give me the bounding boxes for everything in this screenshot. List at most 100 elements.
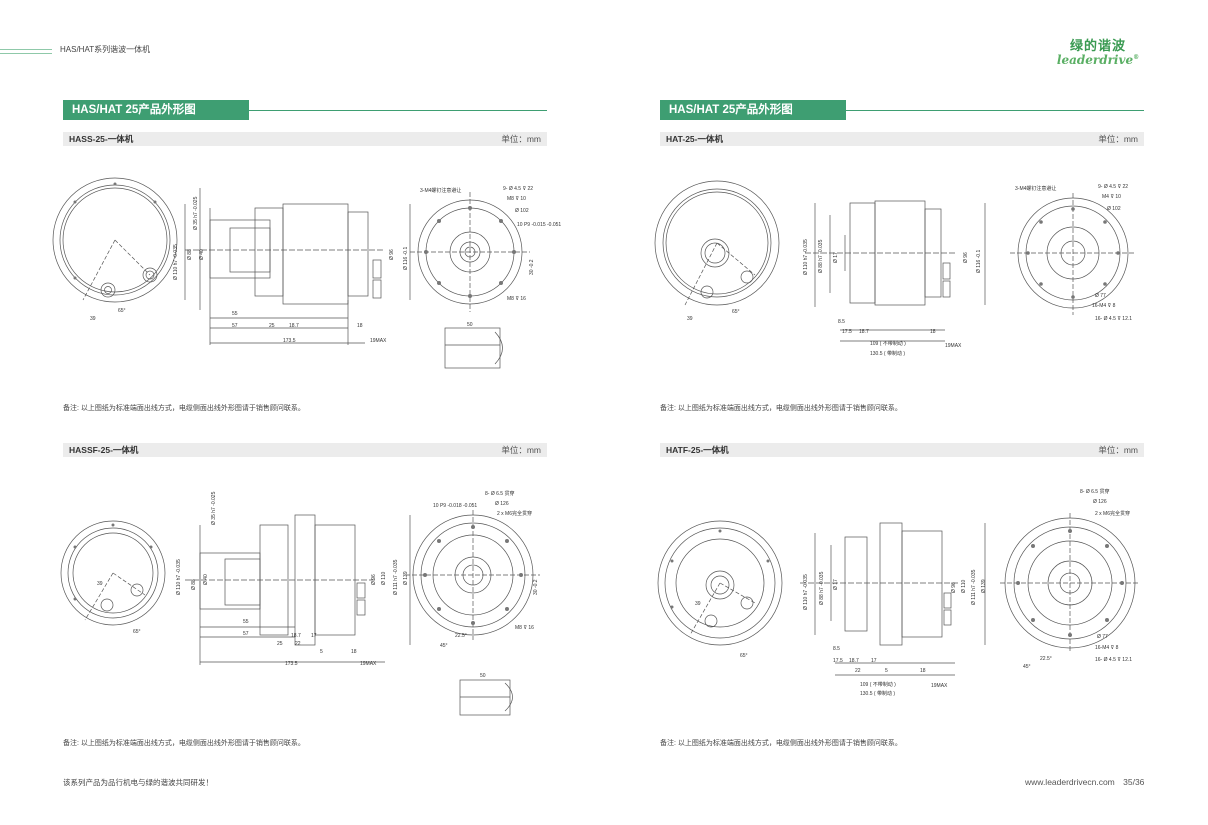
dim-label: Ø 88 — [187, 249, 193, 260]
drawing-header: HAT-25-一体机 单位：mm — [660, 132, 1144, 146]
dim-label: Ø 88 h7 -0.035 — [818, 239, 824, 273]
dim-label: 57 — [232, 323, 238, 329]
dim-label: 18.7 — [289, 323, 299, 329]
dim-label: 39 — [687, 316, 693, 322]
dim-label: Ø 126 — [1093, 499, 1107, 505]
dim-label: Ø 96 — [963, 252, 969, 263]
dim-label: Ø 96 — [389, 249, 395, 260]
dim-label: 8.5 — [838, 319, 845, 325]
dim-label: 65° — [732, 309, 740, 315]
dim-label: 16- Ø 4.5 ⊽ 12.1 — [1095, 316, 1132, 322]
dim-label: Ø 116 -0.1 — [976, 250, 982, 273]
dim-label: 3-M4螺钉注意避让 — [1015, 185, 1056, 192]
unit-label: 单位：mm — [501, 445, 541, 455]
dim-label: M8 ⊽ 10 — [507, 196, 526, 202]
header-rule — [0, 53, 52, 54]
dim-label: 16-M4 ⊽ 8 — [1092, 303, 1116, 309]
dim-label: 8.5 — [833, 646, 840, 652]
dim-label: Ø 111 h7 -0.035 — [393, 559, 399, 595]
brand-logo: 绿的谐波 leaderdrive® — [1048, 35, 1148, 67]
dim-label: 2 x M6完全贯穿 — [497, 510, 532, 517]
dim-label: Ø 110 — [381, 572, 387, 585]
dim-label: 39 — [90, 316, 96, 322]
section-rule — [846, 110, 1144, 111]
dim-label: Ø 88 — [191, 579, 197, 590]
dim-label: Ø 116 -0.1 — [403, 247, 409, 270]
model-name: HAT-25-一体机 — [666, 134, 723, 144]
dim-label: 18 — [920, 668, 926, 674]
unit-label: 单位：mm — [501, 134, 541, 144]
dim-label: 30 -0.2 — [529, 259, 535, 275]
dim-label: 9- Ø 4.5 ⊽ 22 — [1098, 184, 1128, 190]
dim-label: Ø 96 — [371, 574, 377, 585]
footer-url: www.leaderdrivecn.com — [1025, 777, 1115, 787]
dim-label: 55 — [243, 619, 249, 625]
drawing-note: 备注: 以上图纸为标准端面出线方式，电缆侧面出线外形图请于销售顾问联系。 — [63, 405, 305, 412]
dim-label: Ø 96 — [951, 582, 957, 593]
model-name: HASSF-25-一体机 — [69, 445, 139, 455]
technical-drawing-hat25: 65° 39 8.5 17.5 18.7 18 109 ( 不带制动 ) 130… — [654, 180, 1135, 357]
model-name: HATF-25-一体机 — [666, 445, 729, 455]
dim-label: 19MAX — [370, 338, 387, 344]
dim-label: 173.5 — [283, 338, 296, 344]
dim-label: 18.7 — [859, 329, 869, 335]
dim-label: 2 x M6完全贯穿 — [1095, 510, 1130, 517]
dim-label: Ø 110 h7 -0.035 — [803, 239, 809, 275]
header-rule — [0, 49, 52, 50]
dim-label: Ø 102 — [515, 208, 529, 214]
dim-label: 18 — [357, 323, 363, 329]
dim-label: Ø 110 h7 -0.035 — [173, 244, 179, 280]
dim-label: 25 — [277, 641, 283, 647]
footer-url-page: www.leaderdrivecn.com 35/36 — [1025, 777, 1144, 787]
dim-label: 19MAX — [931, 683, 948, 689]
dim-label: Ø 88 h7 -0.035 — [819, 571, 825, 605]
dim-label: 17.5 — [833, 658, 843, 664]
dim-label: 45° — [440, 643, 448, 649]
drawing-note: 备注: 以上图纸为标准端面出线方式，电缆侧面出线外形图请于销售顾问联系。 — [660, 740, 902, 747]
dim-label: 50 — [467, 322, 473, 328]
section-title-right: HAS/HAT 25产品外形图 — [660, 100, 846, 120]
model-name: HASS-25-一体机 — [69, 134, 134, 144]
drawing-header: HATF-25-一体机 单位：mm — [660, 443, 1144, 457]
drawing-note: 备注: 以上图纸为标准端面出线方式，电缆侧面出线外形图请于销售顾问联系。 — [63, 740, 305, 747]
dim-label: Ø 110 h7 -0.035 — [176, 559, 182, 595]
dim-label: 55 — [232, 311, 238, 317]
dim-label: 65° — [740, 653, 748, 659]
dim-label: Ø 111 h7 -0.035 — [971, 569, 977, 605]
dim-label: Ø 35 h7 -0.025 — [193, 196, 199, 230]
dim-label: 57 — [243, 631, 249, 637]
dim-label: 130.5 ( 带制动 ) — [860, 690, 895, 697]
dim-label: 16- Ø 4.5 ⊽ 12.1 — [1095, 657, 1132, 663]
running-title: HAS/HAT系列谐波一体机 — [60, 45, 151, 54]
dim-label: 50 — [480, 673, 486, 679]
drawing-header: HASS-25-一体机 单位：mm — [63, 132, 547, 146]
drawing-note: 备注: 以上图纸为标准端面出线方式，电缆侧面出线外形图请于销售顾问联系。 — [660, 405, 902, 412]
dim-label: 10 P9 -0.015 -0.051 — [517, 222, 561, 228]
dim-label: 17.5 — [842, 329, 852, 335]
dim-label: 8- Ø 6.5 贯穿 — [1080, 488, 1109, 495]
dim-label: 65° — [118, 308, 126, 314]
technical-drawing-hass25: 65° 39 55 57 25 18.7 18 173.5 19MAX 3-M4… — [52, 177, 561, 369]
dim-label: 30 -0.2 — [533, 579, 539, 595]
dim-label: Ø 35 h7 -0.025 — [211, 491, 217, 525]
dim-label: 109 ( 不带制动 ) — [860, 681, 896, 688]
dim-label: Ø 139 — [981, 579, 987, 593]
dim-label: 39 — [97, 581, 103, 587]
dim-label: 17 — [871, 658, 877, 664]
dim-label: 9- Ø 4.5 ⊽ 22 — [503, 186, 533, 192]
dim-label: 65° — [133, 629, 141, 635]
dim-label: 22 — [295, 641, 301, 647]
dim-label: Ø 126 — [495, 501, 509, 507]
unit-label: 单位：mm — [1098, 445, 1138, 455]
dim-label: M8 ⊽ 16 — [507, 296, 526, 302]
dim-label: 19MAX — [945, 343, 962, 349]
dim-label: 3-M4螺钉注意避让 — [420, 187, 461, 194]
dim-label: M8 ⊽ 16 — [515, 625, 534, 631]
section-title-left: HAS/HAT 25产品外形图 — [63, 100, 249, 120]
unit-label: 单位：mm — [1098, 134, 1138, 144]
page-number: 35/36 — [1123, 777, 1145, 787]
dim-label: Ø 102 — [1107, 206, 1121, 212]
dim-label: Ø 110 — [961, 580, 967, 593]
dim-label: Ø 17 — [833, 252, 839, 263]
dim-label: M4 ⊽ 10 — [1102, 194, 1121, 200]
